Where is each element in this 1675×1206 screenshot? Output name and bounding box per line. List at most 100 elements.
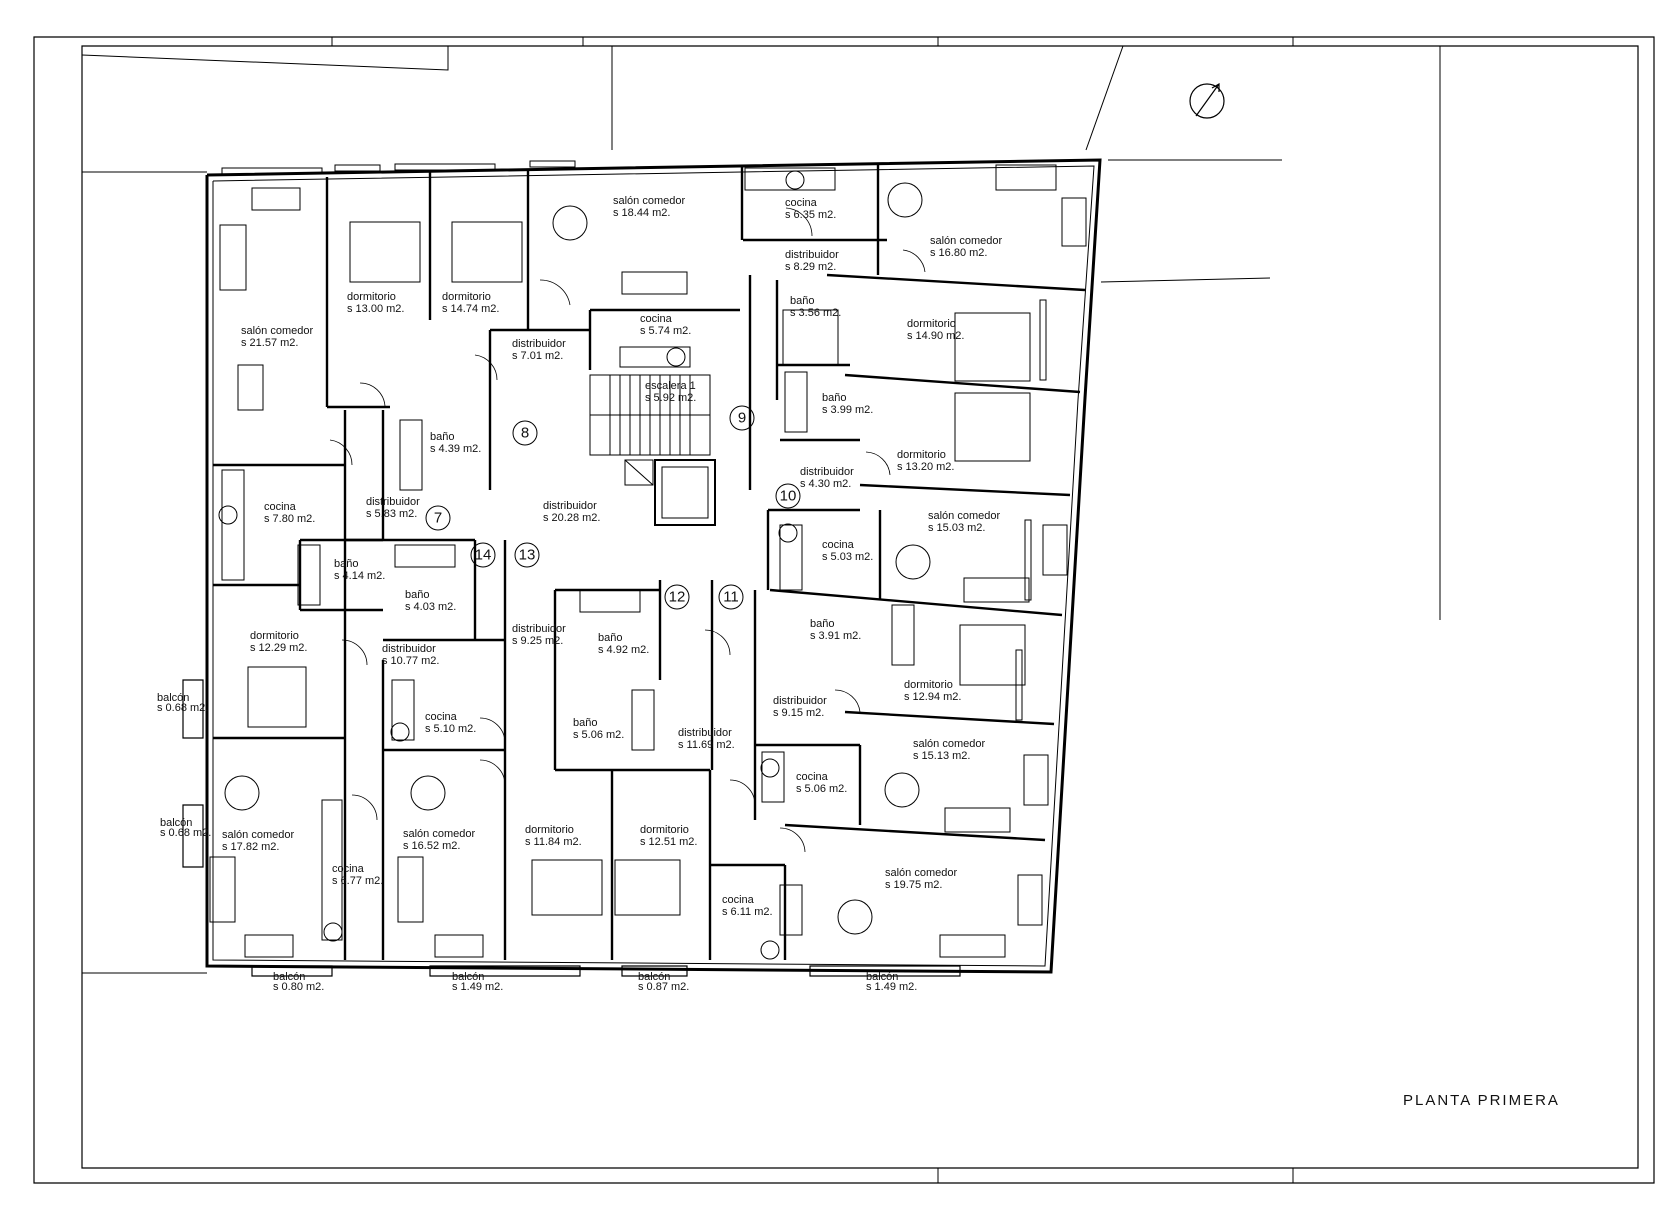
- door-marker: 10: [776, 484, 800, 508]
- room-name: dormitorio: [442, 291, 491, 303]
- room-name: cocina: [425, 711, 458, 723]
- room-name: distribuidor: [773, 695, 827, 707]
- room-name: cocina: [796, 771, 829, 783]
- room-name: cocina: [785, 197, 818, 209]
- room-area: s 5.06 m2.: [796, 783, 847, 795]
- room-area: s 6.77 m2.: [332, 875, 383, 887]
- door-swings: [330, 208, 925, 852]
- room-area: s 4.14 m2.: [334, 570, 385, 582]
- room-area: s 18.44 m2.: [613, 207, 670, 219]
- room-area: s 16.52 m2.: [403, 840, 460, 852]
- room-area: s 14.74 m2.: [442, 303, 499, 315]
- room-area: s 10.77 m2.: [382, 655, 439, 667]
- door-marker: 14: [471, 543, 495, 567]
- beds: [248, 222, 1030, 915]
- room-name: balcón: [638, 971, 670, 983]
- site-lines: [82, 46, 1540, 973]
- room-area: s 8.29 m2.: [785, 261, 836, 273]
- room-area: s 11.69 m2.: [678, 739, 735, 751]
- room-area: s 3.99 m2.: [822, 404, 873, 416]
- room-name: salón comedor: [613, 195, 685, 207]
- room-name: dormitorio: [250, 630, 299, 642]
- room-name: distribuidor: [382, 643, 436, 655]
- room-name: balcón: [452, 971, 484, 983]
- door-marker: 12: [665, 585, 689, 609]
- room-name: baño: [598, 632, 622, 644]
- room-area: s 19.75 m2.: [885, 879, 942, 891]
- room-name: balcón: [157, 692, 189, 704]
- door-marker-circle: [515, 543, 539, 567]
- room-name: baño: [810, 618, 834, 630]
- interior-walls: [213, 163, 1085, 960]
- door-marker-number: 10: [780, 488, 797, 505]
- room-area: s 5.83 m2.: [366, 508, 417, 520]
- room-area: s 4.03 m2.: [405, 601, 456, 613]
- door-marker-circle: [665, 585, 689, 609]
- door-marker-circle: [776, 484, 800, 508]
- room-area: s 9.15 m2.: [773, 707, 824, 719]
- room-name: salón comedor: [241, 325, 313, 337]
- room-area: s 5.92 m2.: [645, 392, 696, 404]
- door-marker-circle: [719, 585, 743, 609]
- room-area: s 15.13 m2.: [913, 750, 970, 762]
- stair-core: [590, 375, 715, 525]
- room-name: distribuidor: [512, 623, 566, 635]
- room-area: s 7.80 m2.: [264, 513, 315, 525]
- room-area: s 0.80 m2.: [273, 981, 324, 993]
- room-area: s 1.49 m2.: [866, 981, 917, 993]
- room-name: dormitorio: [640, 824, 689, 836]
- room-name: distribuidor: [543, 500, 597, 512]
- door-marker: 11: [719, 585, 743, 609]
- room-area: s 0.87 m2.: [638, 981, 689, 993]
- door-marker: 13: [515, 543, 539, 567]
- room-name: cocina: [264, 501, 297, 513]
- room-area: s 5.03 m2.: [822, 551, 873, 563]
- room-name: salón comedor: [913, 738, 985, 750]
- room-area: s 20.28 m2.: [543, 512, 600, 524]
- dining-sets: [225, 183, 930, 934]
- sheet-frame: [34, 37, 1654, 1183]
- room-name: cocina: [822, 539, 855, 551]
- room-name: dormitorio: [525, 824, 574, 836]
- room-name: salón comedor: [222, 829, 294, 841]
- room-area: s 5.06 m2.: [573, 729, 624, 741]
- room-area: s 5.10 m2.: [425, 723, 476, 735]
- room-name: distribuidor: [800, 466, 854, 478]
- room-name: baño: [790, 295, 814, 307]
- room-area: s 12.51 m2.: [640, 836, 697, 848]
- room-area: s 12.94 m2.: [904, 691, 961, 703]
- room-area: s 6.11 m2.: [722, 906, 773, 918]
- door-marker-circle: [513, 421, 537, 445]
